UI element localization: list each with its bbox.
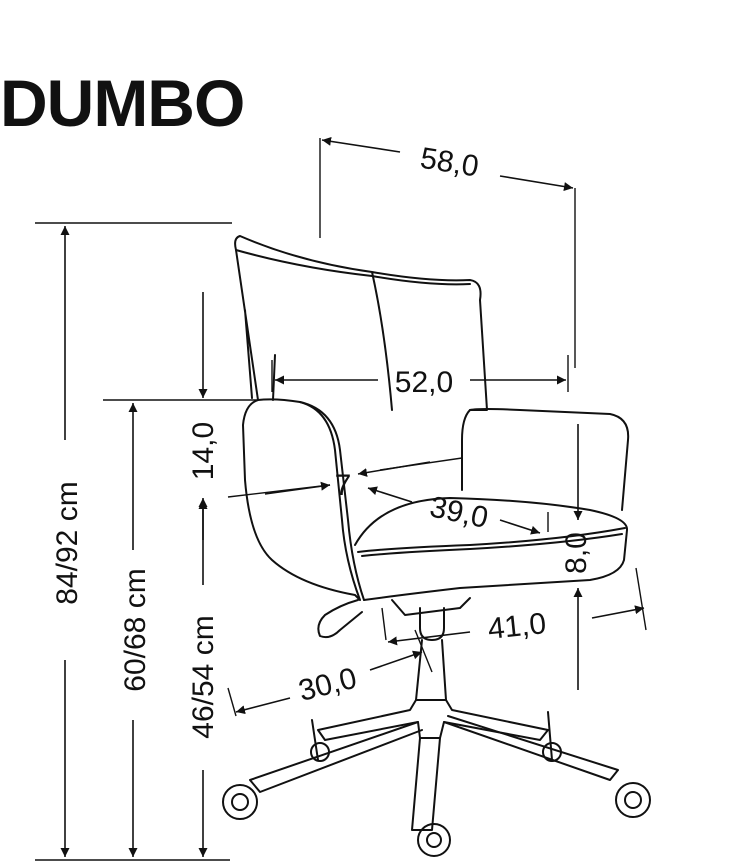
dim-seat-offset: 30,0	[295, 662, 360, 708]
gas-lift	[419, 607, 445, 641]
dimension-arrows	[60, 136, 645, 857]
dim-total-height: 84/92 cm	[51, 481, 84, 604]
lever	[317, 599, 363, 639]
right-armrest	[461, 408, 630, 511]
extension-lines	[35, 138, 647, 861]
product-title: DUMBO	[0, 66, 245, 140]
dim-armrest-gap: 7	[335, 469, 352, 502]
seat-cushion	[354, 497, 628, 601]
backrest	[234, 235, 488, 411]
dim-seat-width: 41,0	[486, 607, 548, 646]
casters	[222, 742, 651, 857]
dim-backrest-height: 14,0	[187, 422, 220, 480]
dim-seat-depth: 39,0	[427, 490, 491, 534]
dim-armrest-height: 60/68 cm	[119, 568, 152, 691]
backrest-top-seam	[235, 249, 471, 286]
dim-width-overall: 58,0	[418, 142, 481, 184]
chair-outline	[222, 235, 651, 857]
dim-seat-thickness: 8,0	[560, 532, 593, 574]
dim-seat-height: 46/54 cm	[187, 615, 220, 738]
star-base	[249, 699, 619, 831]
seat-mechanism	[391, 597, 471, 616]
dimension-labels: 58,0 52,0 14,0 7 39,0 8,0 41,0 30,0 84/9…	[51, 142, 593, 739]
dim-width-back: 52,0	[395, 366, 453, 399]
